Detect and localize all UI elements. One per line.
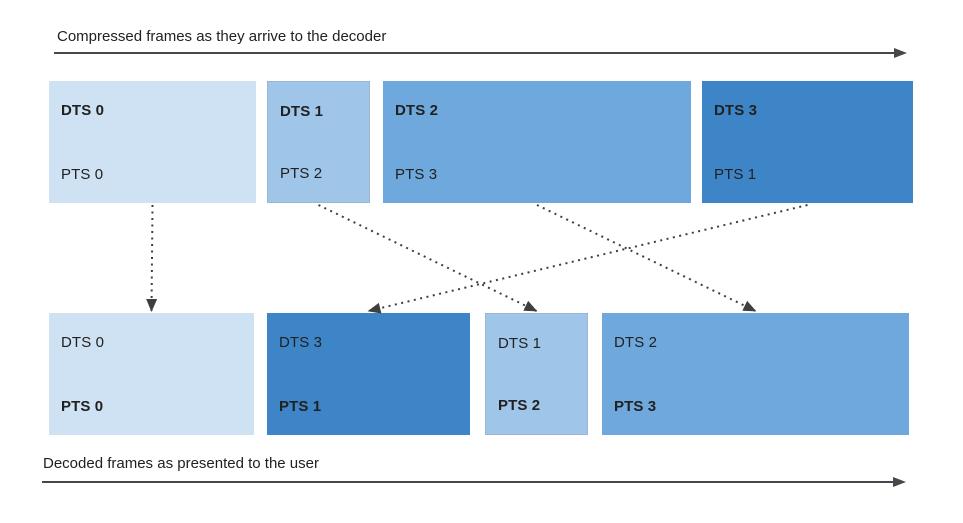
- decoded-frame-pts0: DTS 0 PTS 0: [49, 313, 254, 435]
- dts-label: DTS 1: [280, 103, 324, 120]
- pts-label: PTS 1: [279, 398, 322, 415]
- dts-label: DTS 1: [498, 335, 542, 352]
- dts-label: DTS 2: [614, 334, 658, 351]
- pts-label: PTS 0: [61, 398, 104, 415]
- compressed-frame-dts2: DTS 2 PTS 3: [383, 81, 691, 203]
- pts-label: PTS 1: [714, 166, 757, 183]
- decoded-frame-pts3: DTS 2 PTS 3: [602, 313, 909, 435]
- compressed-frame-dts1: DTS 1 PTS 2: [267, 81, 370, 203]
- dts-label: DTS 0: [61, 334, 105, 351]
- dts-label: DTS 3: [714, 102, 758, 119]
- compressed-frame-dts0: DTS 0 PTS 0: [49, 81, 256, 203]
- compressed-frames-label: Compressed frames as they arrive to the …: [57, 28, 387, 45]
- pts-label: PTS 3: [614, 398, 657, 415]
- dts-label: DTS 3: [279, 334, 323, 351]
- dts-label: DTS 2: [395, 102, 439, 119]
- pts-label: PTS 3: [395, 166, 438, 183]
- top-timeline-arrow-icon: [54, 48, 907, 58]
- compressed-frame-dts3: DTS 3 PTS 1: [702, 81, 913, 203]
- pts-label: PTS 2: [498, 397, 541, 414]
- decoded-frame-pts2: DTS 1 PTS 2: [485, 313, 588, 435]
- decoded-frames-label: Decoded frames as presented to the user: [43, 455, 319, 472]
- pts-label: PTS 0: [61, 166, 104, 183]
- bottom-timeline-arrow-icon: [42, 477, 906, 487]
- pts-label: PTS 2: [280, 165, 323, 182]
- dts-label: DTS 0: [61, 102, 105, 119]
- decoded-frame-pts1: DTS 3 PTS 1: [267, 313, 470, 435]
